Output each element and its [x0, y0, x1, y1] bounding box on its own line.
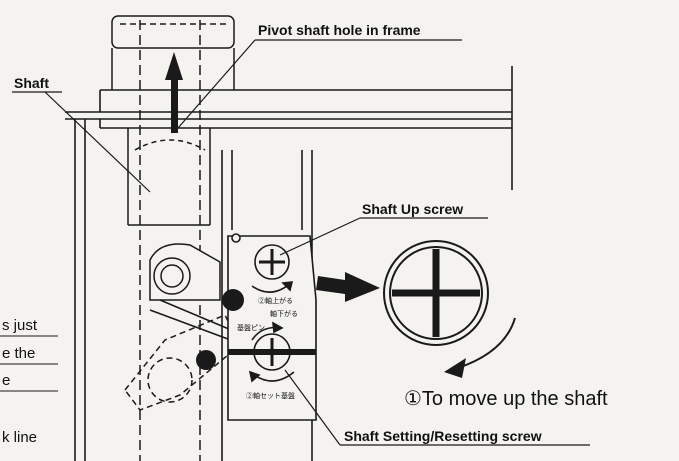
edge-text-2: e the	[2, 345, 35, 362]
label-setting-screw: Shaft Setting/Resetting screw	[344, 428, 542, 444]
mark-shaft-reset: ②軸セット基盤	[246, 391, 295, 400]
edge-text-4: k line	[2, 429, 37, 446]
setting-screw	[248, 321, 295, 383]
label-shaft: Shaft	[14, 75, 49, 91]
edge-text-1: s just	[2, 317, 38, 334]
label-shaft-up-screw: Shaft Up screw	[362, 201, 463, 217]
label-pivot-hole: Pivot shaft hole in frame	[258, 22, 421, 38]
mark-shaft-up: ②軸上がる	[258, 296, 293, 305]
pin-upper-dot	[222, 289, 244, 311]
magnify-arrow	[316, 272, 380, 302]
mark-base-pin: 基盤ピン	[237, 323, 265, 332]
caption-move-up: ①To move up the shaft	[404, 388, 608, 410]
pin-lower-dot	[196, 350, 216, 370]
shaft-body	[111, 15, 235, 461]
shaft-up-screw	[251, 244, 294, 293]
mark-shaft-down: 軸下がる	[270, 309, 298, 318]
magnified-screw-icon	[383, 240, 516, 378]
shaft-up-arrow	[165, 52, 183, 133]
edge-text-3: e	[2, 372, 10, 389]
leader-lines	[12, 39, 590, 446]
